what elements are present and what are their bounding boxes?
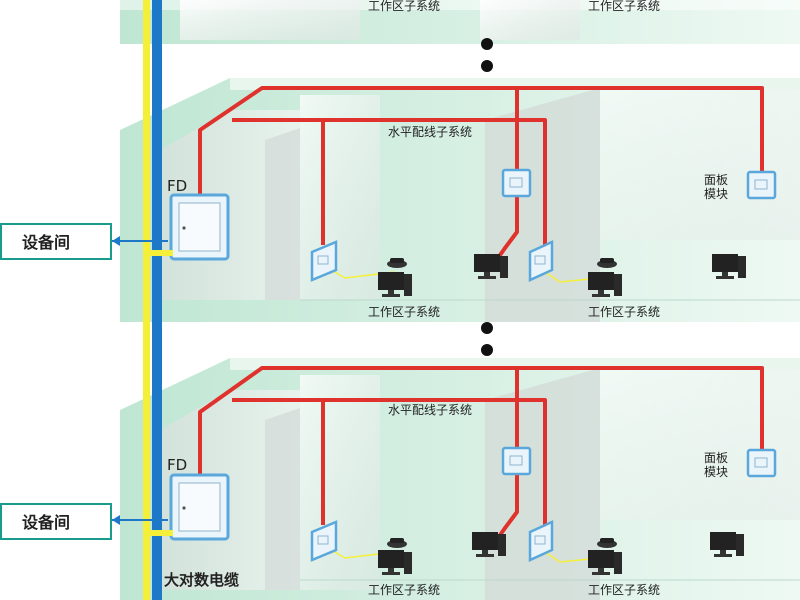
floor-middle: 水平配线子系统 工作区子系统 工作区子系统 面板 模块 FD [120, 78, 800, 322]
fd-label-bottom: FD [167, 456, 187, 474]
phone-icon [387, 538, 407, 548]
computer-icon [588, 550, 622, 575]
wall-outlet-icon [310, 520, 338, 562]
work-area-label-top-1: 工作区子系统 [368, 0, 440, 13]
work-area-label-top-2: 工作区子系统 [588, 0, 660, 13]
fd-cabinet-icon [169, 473, 230, 541]
horizontal-subsystem-label-middle: 水平配线子系统 [388, 125, 472, 139]
horizontal-cables-middle [198, 86, 764, 260]
ellipsis-dot-icon [481, 344, 493, 356]
horizontal-subsystem-label-bottom: 水平配线子系统 [388, 403, 472, 417]
equipment-room-box-middle: 设备间 [0, 223, 112, 260]
phone-icon [387, 258, 407, 268]
backbone-cable-label: 大对数电缆 [164, 571, 239, 589]
computer-icon [588, 272, 622, 297]
floor-top: 工作区子系统 工作区子系统 [120, 0, 800, 44]
work-area-label-bottom-2: 工作区子系统 [588, 583, 660, 597]
wall-outlet-icon [501, 168, 532, 198]
computer-icon [712, 254, 746, 279]
wall-outlet-icon [528, 520, 554, 562]
work-area-label-middle-1: 工作区子系统 [368, 305, 440, 319]
wall-outlet-icon [746, 170, 777, 200]
phone-icon [597, 258, 617, 268]
wall-outlet-icon [310, 240, 338, 282]
computer-icon [472, 532, 506, 557]
panel-label-middle-2: 模块 [704, 187, 728, 201]
computer-icon [474, 254, 508, 279]
work-area-label-bottom-1: 工作区子系统 [368, 583, 440, 597]
equipment-room-link-bottom [112, 515, 168, 525]
computer-icon [378, 550, 412, 575]
equipment-room-link-middle [112, 236, 168, 246]
floor-bottom: 水平配线子系统 工作区子系统 工作区子系统 面板 模块 FD [120, 358, 800, 600]
computer-icon [710, 532, 744, 557]
equipment-room-label-middle: 设备间 [22, 233, 70, 252]
wall-outlet-icon [746, 448, 777, 478]
fd-cabinet-icon [169, 193, 230, 261]
backbone-cable [143, 0, 173, 600]
ellipsis-dot-icon [481, 60, 493, 72]
computer-icon [378, 272, 412, 297]
equipment-room-box-bottom: 设备间 [0, 503, 112, 540]
panel-label-middle-1: 面板 [704, 173, 728, 187]
panel-label-bottom-1: 面板 [704, 451, 728, 465]
wall-outlet-icon [528, 240, 554, 282]
phone-icon [597, 538, 617, 548]
wall-outlet-icon [501, 446, 532, 476]
horizontal-cables-bottom [198, 366, 764, 540]
panel-label-bottom-2: 模块 [704, 465, 728, 479]
fd-label-middle: FD [167, 177, 187, 195]
work-area-label-middle-2: 工作区子系统 [588, 305, 660, 319]
equipment-room-label-bottom: 设备间 [22, 513, 70, 532]
ellipsis-dot-icon [481, 38, 493, 50]
ellipsis-dot-icon [481, 322, 493, 334]
